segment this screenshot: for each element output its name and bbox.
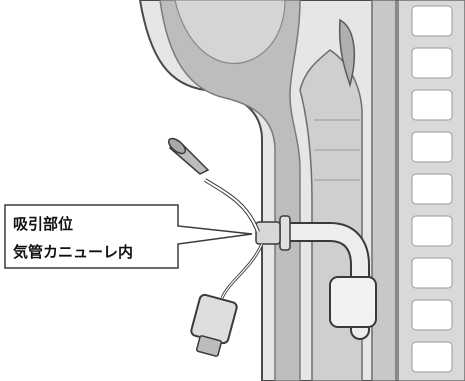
vertebra bbox=[411, 5, 453, 37]
cannula-cuff bbox=[329, 276, 377, 328]
vertebra bbox=[411, 341, 453, 373]
pharynx-tissue bbox=[159, 0, 301, 381]
palate-shape bbox=[174, 0, 286, 64]
cannula-connector bbox=[255, 221, 281, 245]
vertebrae bbox=[411, 5, 453, 373]
callout-box bbox=[4, 204, 253, 269]
callout-line2: 気管カニューレ内 bbox=[13, 243, 133, 261]
cannula-flange bbox=[279, 215, 291, 251]
vertebra bbox=[411, 131, 453, 163]
pilot-balloon bbox=[190, 243, 264, 357]
epiglottis bbox=[338, 18, 356, 88]
vertebra bbox=[411, 257, 453, 289]
vertebra bbox=[411, 215, 453, 247]
suction-site-callout: 吸引部位 気管カニューレ内 bbox=[4, 204, 253, 269]
pilot-valve bbox=[196, 335, 222, 357]
vertebra bbox=[411, 89, 453, 121]
tracheostomy-cannula bbox=[255, 215, 377, 340]
callout-line1: 吸引部位 bbox=[13, 215, 73, 233]
vertebra bbox=[411, 299, 453, 331]
vertebra bbox=[411, 47, 453, 79]
tracheal-rings bbox=[314, 119, 360, 181]
vertebra bbox=[411, 173, 453, 205]
suction-catheter bbox=[167, 137, 260, 233]
